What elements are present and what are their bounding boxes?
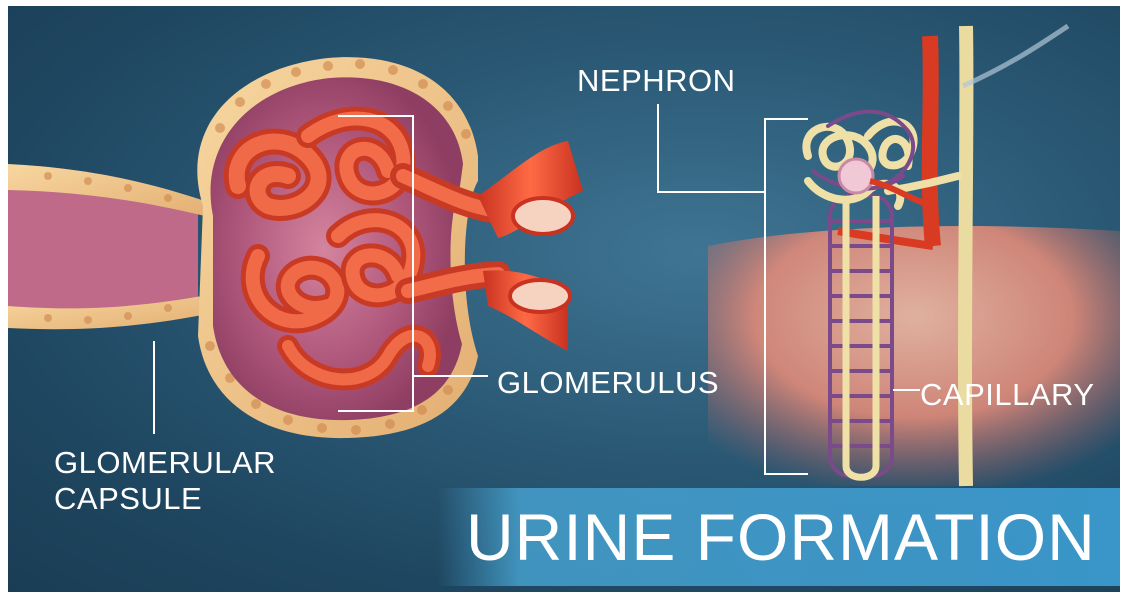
vessel-branch-upper — [963, 26, 1068, 86]
afferent-arteriole-opening — [513, 198, 573, 234]
diagram-title: URINE FORMATION — [466, 500, 1096, 574]
label-glomerulus: GLOMERULUS — [497, 366, 719, 400]
label-capillary: CAPILLARY — [920, 378, 1095, 412]
renal-vein — [965, 26, 966, 486]
nephron-leader — [658, 104, 765, 192]
label-glomerular-capsule-line2: CAPSULE — [54, 482, 202, 516]
renal-artery — [930, 36, 933, 246]
label-nephron: NEPHRON — [577, 64, 736, 98]
label-glomerular-capsule-line1: GLOMERULAR — [54, 446, 276, 480]
bowmans-capsule-small — [839, 159, 873, 193]
kidney-tissue — [708, 226, 1120, 486]
efferent-arteriole-opening — [510, 280, 570, 312]
urine-formation-diagram: NEPHRON GLOMERULUS CAPILLARY GLOMERULAR … — [8, 6, 1120, 592]
